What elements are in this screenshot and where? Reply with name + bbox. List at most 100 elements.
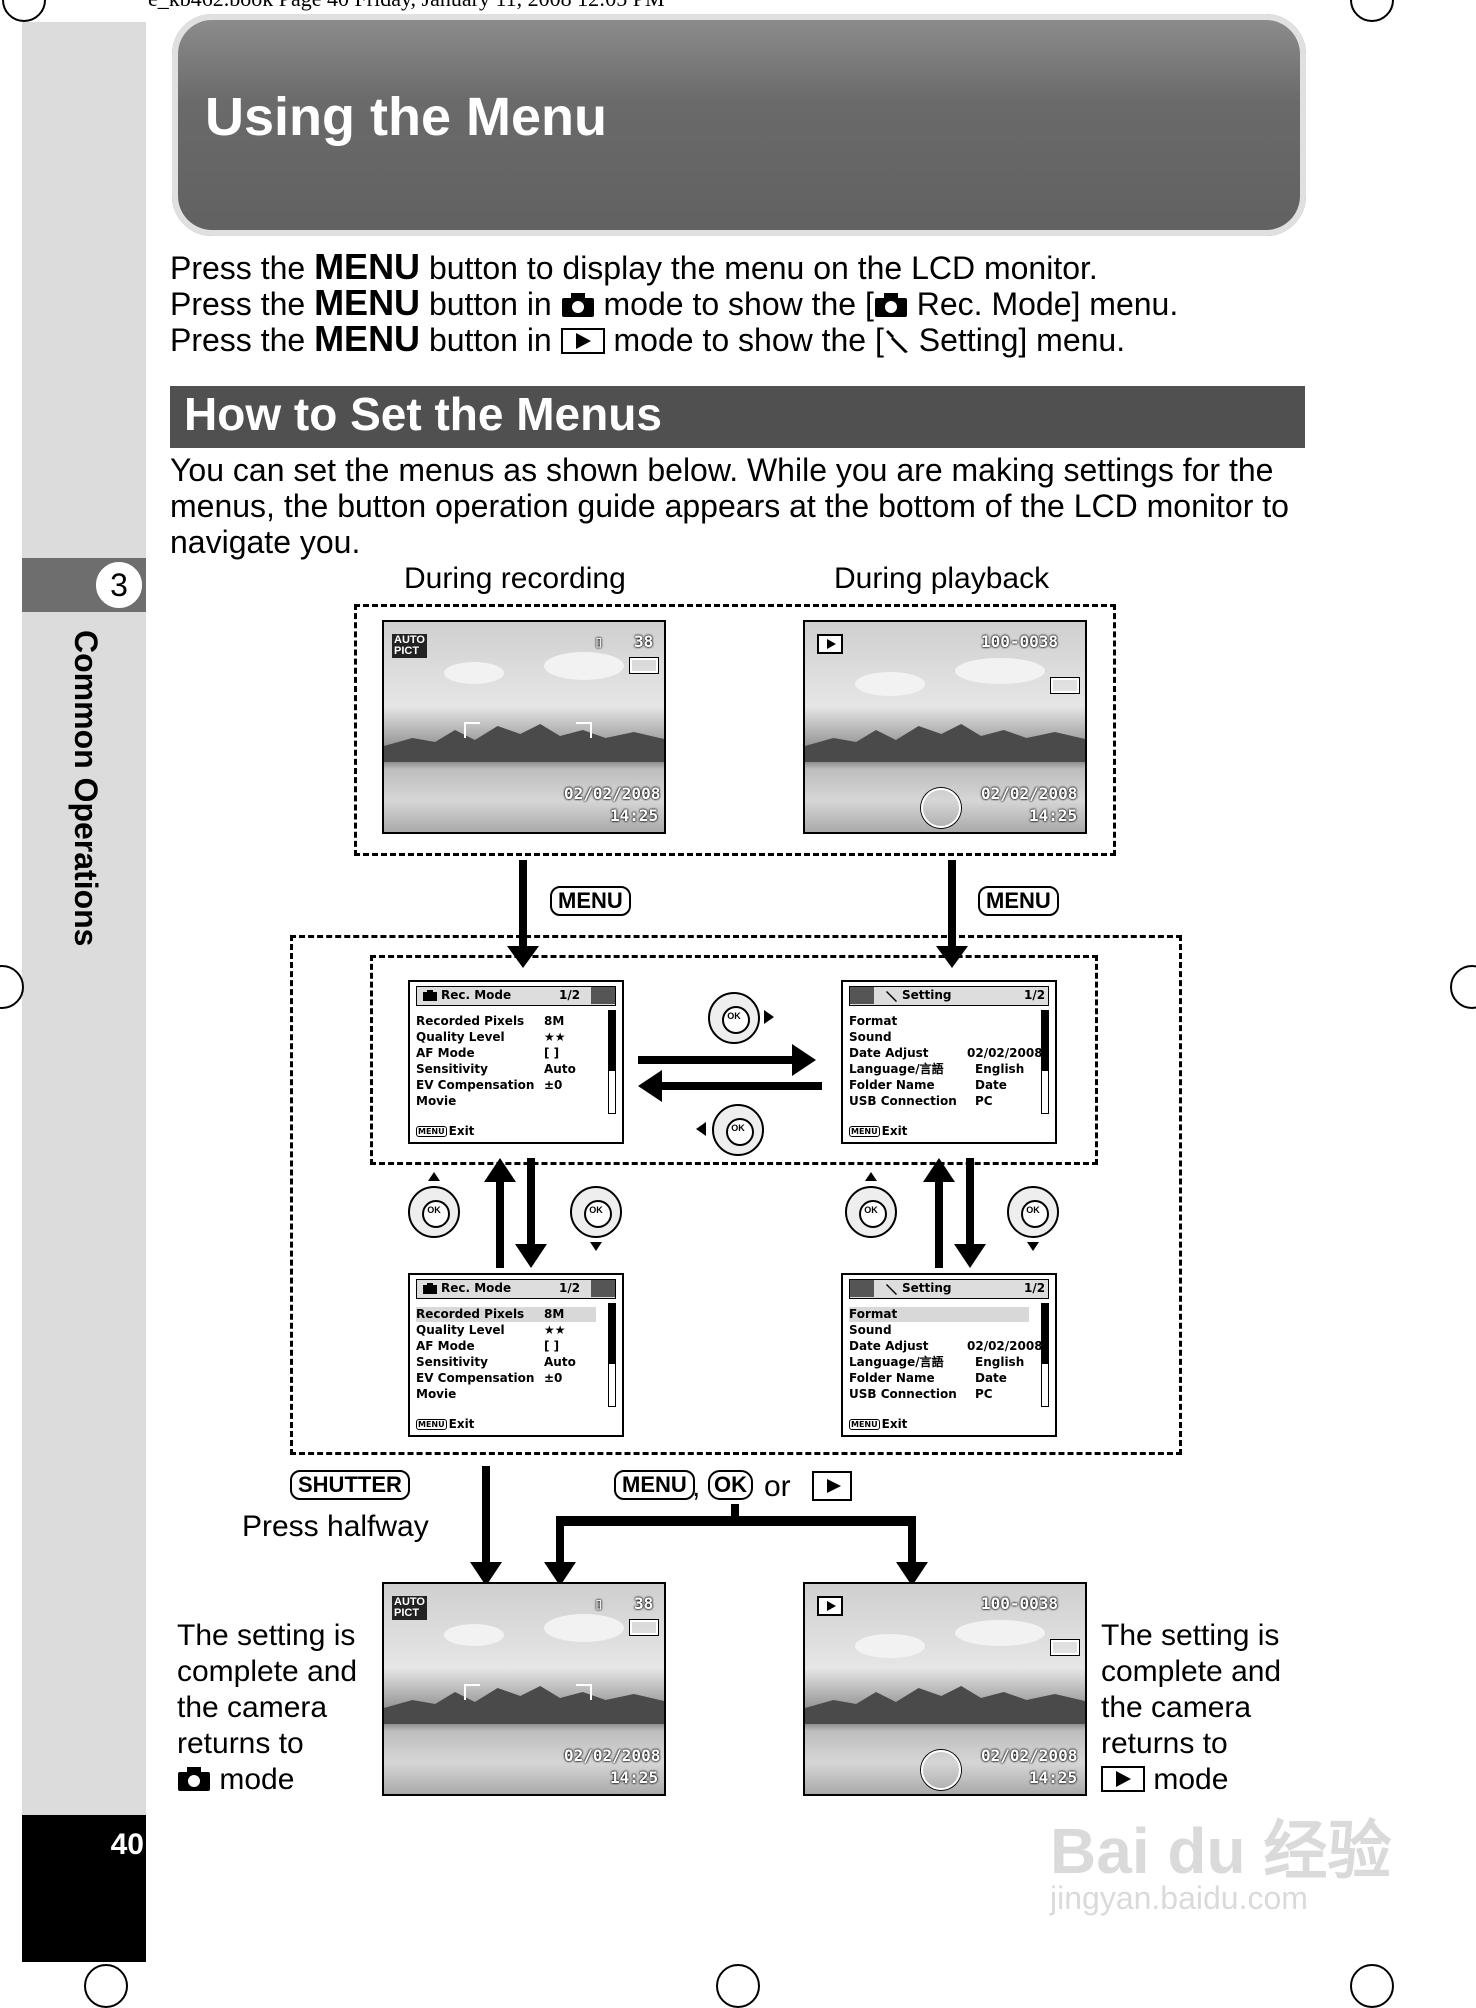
row-value: Auto [544, 1062, 576, 1077]
page-title: Using the Menu [205, 86, 607, 148]
registration-mark [716, 1964, 760, 2008]
row-value: Date [975, 1078, 1007, 1093]
row-value: Date [975, 1371, 1007, 1386]
menu-key-icon: MENU [849, 1126, 880, 1137]
page-number: 40 [22, 1828, 144, 1862]
menu-row[interactable]: Quality Level★★ [416, 1030, 596, 1045]
menu-row[interactable]: Folder Name Date [849, 1078, 1029, 1093]
menu-row[interactable]: Movie [416, 1387, 596, 1402]
arrow-shaft [482, 1466, 490, 1566]
menu-key-icon: MENU [416, 1126, 447, 1137]
row-label: Language/言語 [849, 1355, 944, 1370]
camera-icon [561, 292, 595, 318]
intro-text: Press the [170, 286, 314, 322]
camera-icon [874, 292, 908, 318]
row-label: Movie [416, 1387, 456, 1402]
intro-text: Press the [170, 250, 314, 286]
menu-page: 1/2 [1024, 988, 1045, 1002]
menu-key-icon: MENU [416, 1419, 447, 1430]
return-note-recording: The setting is complete and the camera r… [177, 1618, 377, 1798]
wrench-icon [884, 328, 910, 354]
menu-row[interactable]: AF Mode[ ] [416, 1046, 596, 1061]
focus-frame-icon [576, 1684, 592, 1700]
row-label: Date Adjust [849, 1046, 929, 1061]
arrow-shaft [966, 1158, 974, 1246]
row-label: Language/言語 [849, 1062, 944, 1077]
menu-header: Setting 1/2 [849, 986, 1049, 1006]
chapter-title: Common Operations [67, 630, 104, 946]
row-label: AF Mode [416, 1046, 475, 1061]
registration-mark [1350, 0, 1394, 22]
rec-lcd-screen-return: AUTOPICT ▯ 38 02/02/2008 14:25 [382, 1582, 666, 1796]
row-value: 02/02/2008 [967, 1046, 1043, 1061]
play-icon [1101, 1766, 1145, 1792]
menu-key-label: MENU [314, 246, 420, 287]
intro-line-3: Press the MENU button in mode to show th… [170, 318, 1125, 360]
menu-row[interactable]: EV Compensation±0 [416, 1078, 596, 1093]
menu-row[interactable]: EV Compensation±0 [416, 1371, 596, 1386]
four-way-controller-icon: OK [845, 1186, 897, 1238]
row-value: PC [975, 1387, 993, 1402]
ok-key: OK [708, 1470, 753, 1500]
camera-icon [423, 990, 437, 1001]
menu-row[interactable]: Quality Level ★★ [416, 1323, 596, 1338]
battery-icon [1051, 678, 1079, 693]
menu-page: 1/2 [1024, 1281, 1045, 1295]
focus-frame-icon [464, 1684, 480, 1700]
menu-title: Setting [902, 988, 952, 1002]
time-readout: 14:25 [610, 1768, 658, 1787]
row-value: ±0 [544, 1371, 562, 1386]
scrollbar[interactable] [1041, 1010, 1049, 1114]
four-way-dial-icon [921, 1750, 961, 1790]
menu-row[interactable]: Sound [849, 1030, 1029, 1045]
arrow-head [954, 1244, 986, 1268]
arrow-shaft [935, 1180, 943, 1268]
row-label: Quality Level [416, 1323, 505, 1338]
date-readout: 02/02/2008 [981, 784, 1077, 803]
battery-icon [630, 1620, 658, 1635]
scrollbar[interactable] [1041, 1303, 1049, 1407]
menu-row[interactable]: Format [849, 1014, 1029, 1029]
focus-frame-icon [576, 722, 592, 738]
date-readout: 02/02/2008 [564, 1746, 660, 1765]
print-header: e_kb462.book Page 40 Friday, January 11,… [148, 0, 665, 12]
intro-text: button to display the menu on the LCD mo… [420, 250, 1098, 286]
menu-row[interactable]: Sound [849, 1323, 1029, 1338]
return-note-playback: The setting is complete and the camera r… [1101, 1618, 1301, 1798]
memory-icon: ▯ [594, 1594, 604, 1613]
intro-text: Rec. Mode] menu. [908, 286, 1178, 322]
menu-row[interactable]: AF Mode[ ] [416, 1339, 596, 1354]
camera-tab-icon[interactable] [850, 1280, 874, 1297]
row-value: ★★ [544, 1323, 566, 1338]
battery-icon [1051, 1640, 1079, 1655]
comma: , [692, 1470, 700, 1504]
scrollbar[interactable] [608, 1010, 616, 1114]
menu-key: MENU [550, 886, 631, 916]
caption-playback: During playback [834, 562, 1049, 596]
wrench-tab-icon[interactable] [591, 1280, 615, 1297]
scrollbar[interactable] [608, 1303, 616, 1407]
wrench-tab-icon[interactable] [591, 987, 615, 1004]
camera-tab-icon[interactable] [850, 987, 874, 1004]
menu-row-selected[interactable]: Format [849, 1307, 1029, 1322]
menu-row[interactable]: Movie [416, 1094, 596, 1109]
row-value: PC [975, 1094, 993, 1109]
row-label: Folder Name [849, 1078, 935, 1093]
play-icon [561, 328, 605, 354]
arrow-branch [556, 1516, 916, 1526]
exit-label: Exit [449, 1417, 475, 1431]
menu-header: Setting 1/2 [849, 1279, 1049, 1299]
